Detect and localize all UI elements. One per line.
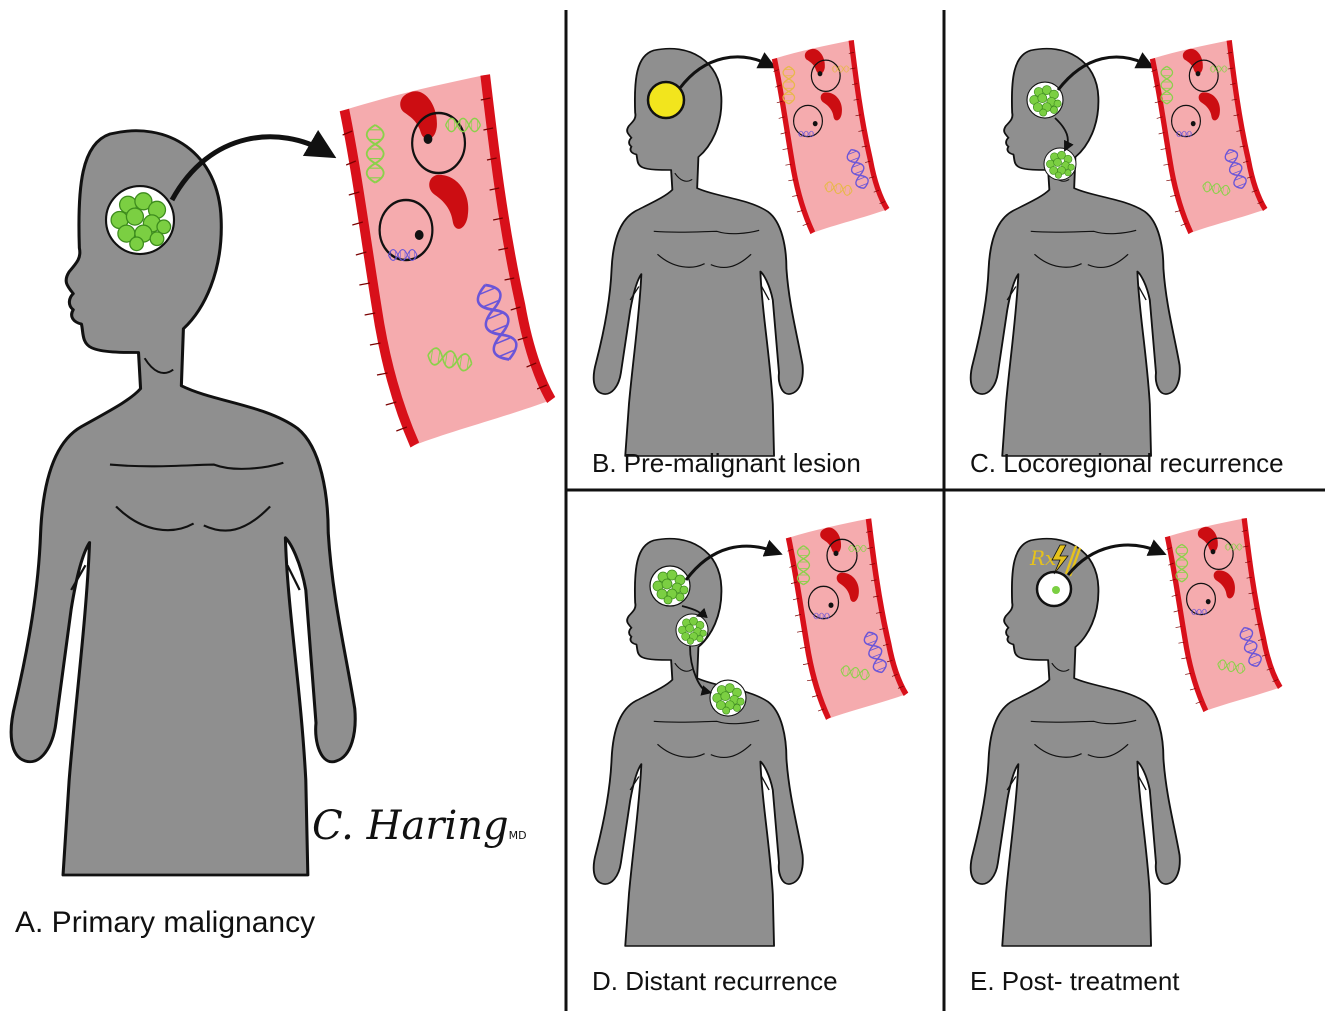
blood-vessel [1166,518,1280,710]
residual-tumor [1052,586,1060,594]
panel-c [971,40,1266,456]
signature-name: C. Haring [312,803,509,849]
panel-a [11,75,551,875]
lymph-node-metastasis [1044,148,1076,180]
signature-suffix: MD [509,829,527,842]
human-silhouette [594,539,803,946]
recurrent-tumor [1027,82,1063,118]
panel-a-caption: A. Primary malignancy [15,906,315,939]
panel-b [594,40,888,456]
panel-b-caption: B. Pre-malignant lesion [592,448,861,478]
panel-e: Rx [971,518,1281,946]
lymph-node-metastasis [676,614,708,646]
blood-vessel [343,75,552,445]
recurrent-tumor [650,566,690,606]
blood-vessel [1151,40,1265,232]
panel-d-caption: D. Distant recurrence [592,966,838,996]
human-silhouette [11,131,355,875]
prescription-icon: Rx [1029,546,1056,570]
panel-c-caption: C. Locoregional recurrence [970,448,1284,478]
panel-d [594,519,906,946]
artist-signature: C. HaringMD [312,803,527,849]
panel-e-caption: E. Post- treatment [970,966,1180,996]
blood-vessel [773,40,887,232]
premalignant-lesion [648,82,684,118]
blood-vessel [788,519,907,719]
human-silhouette [971,49,1180,456]
human-silhouette [594,49,803,456]
primary-tumor [106,186,174,254]
distant-metastasis [710,680,746,716]
human-silhouette [971,539,1180,946]
